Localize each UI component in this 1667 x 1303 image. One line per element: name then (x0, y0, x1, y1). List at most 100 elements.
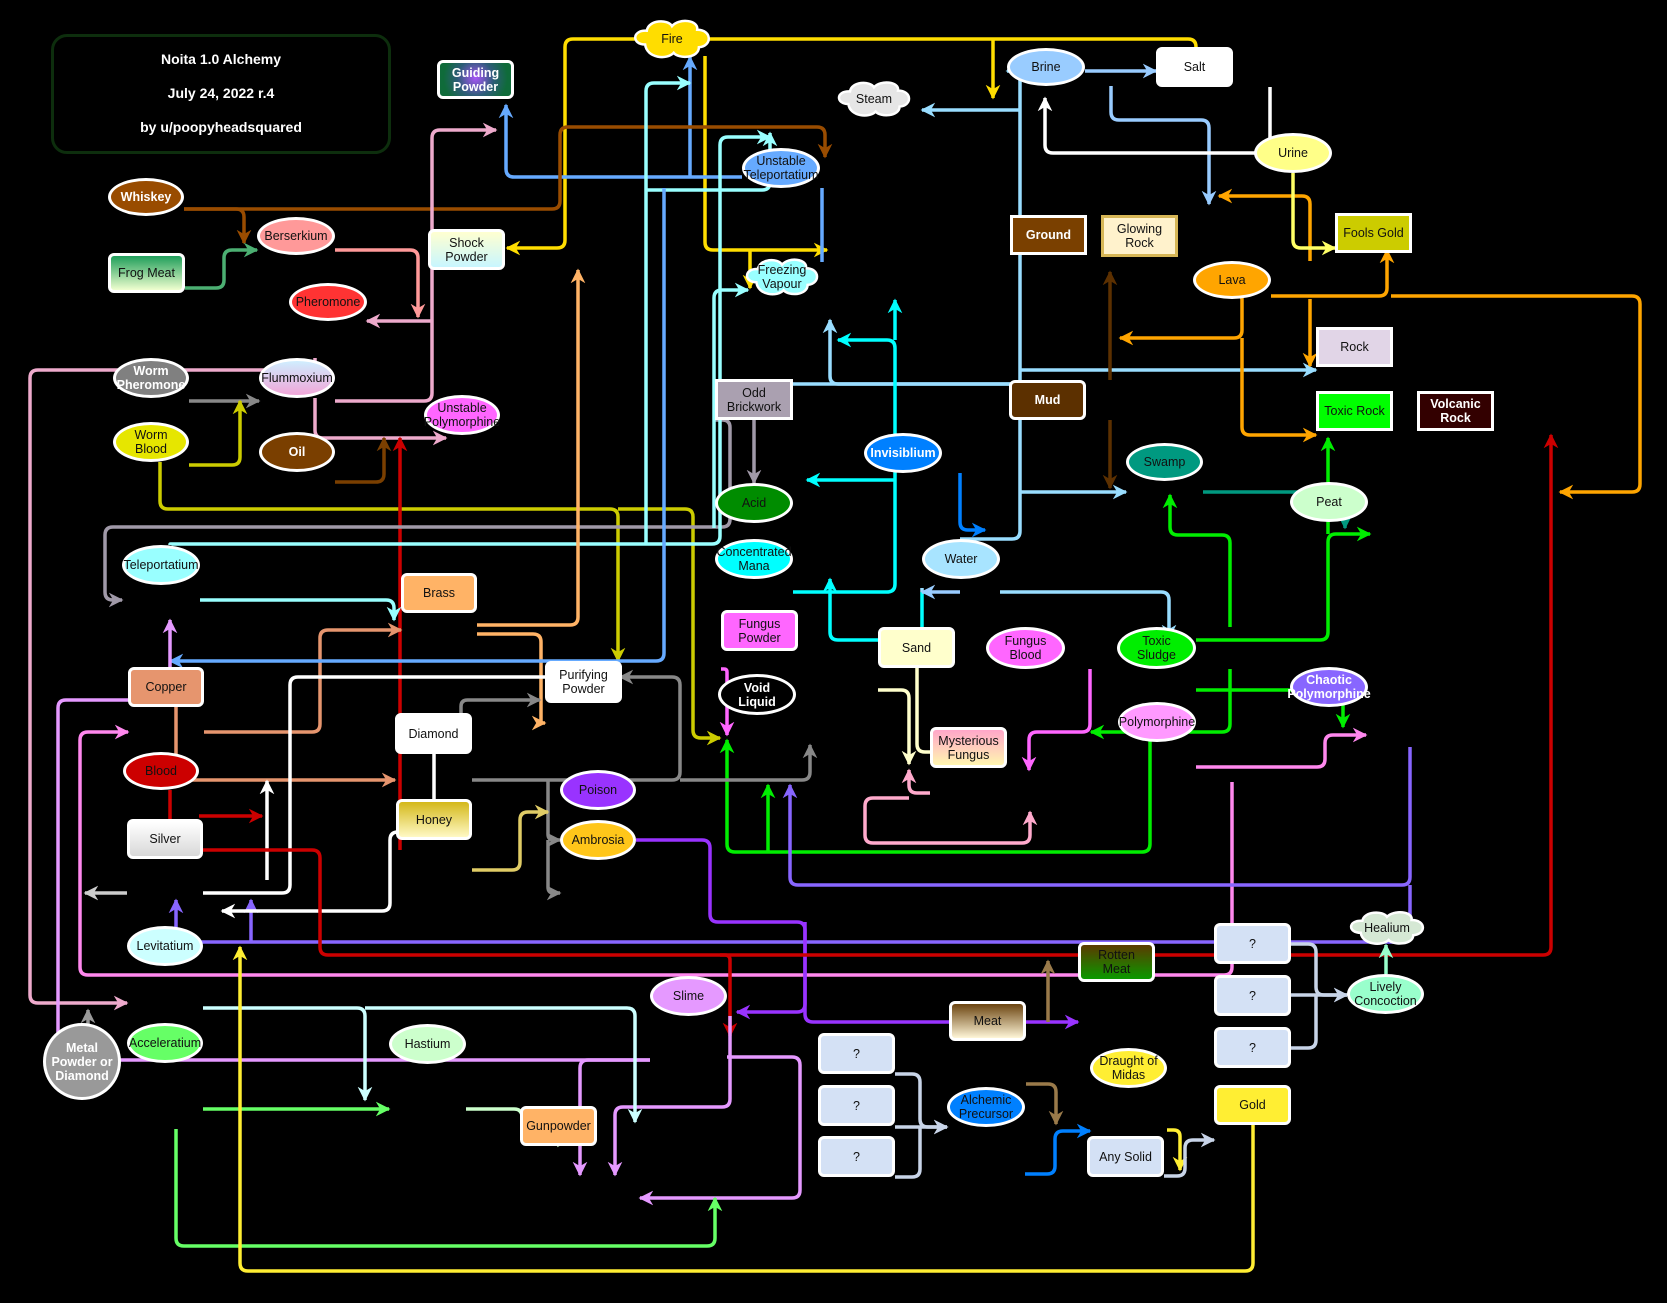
node-glowing-rock: Glowing Rock (1101, 215, 1178, 257)
node-q1: ? (1214, 923, 1291, 964)
edge-diamond-ambrosia (546, 840, 562, 901)
edge-poison-slime (735, 922, 807, 1020)
node-peat: Peat (1290, 482, 1368, 522)
edge-mf-sand (901, 768, 930, 795)
node-berserkium: Berserkium (257, 217, 335, 255)
edge-sludge-void (719, 732, 1152, 854)
node-honey: Honey (396, 799, 472, 840)
edge-fpow-void (719, 667, 735, 737)
edge-midas-gold (1167, 1128, 1188, 1172)
node-water: Water (922, 539, 1000, 579)
edge-sludge-swamp (1162, 493, 1232, 627)
edge-lava-glow (1217, 188, 1312, 261)
edge-brine-glow (1109, 86, 1217, 206)
node-pheromone: Pheromone (289, 283, 367, 321)
edge-urine-foolsgold (1291, 173, 1337, 256)
node-toxic-sludge: Toxic Sludge (1117, 627, 1196, 669)
edge-copper-diamond (174, 707, 397, 788)
node-ambrosia: Ambrosia (560, 820, 636, 860)
edge-lev-hast (203, 1006, 373, 1102)
node-guiding-powder: Guiding Powder (437, 60, 514, 99)
node-q2: ? (1214, 975, 1291, 1016)
edge-poly-copper (78, 724, 1234, 977)
edge-poison-rotten (636, 838, 1080, 1030)
edge-fv-water (822, 318, 1020, 386)
node-brine: Brine (1007, 48, 1085, 86)
title-card: Noita 1.0 Alchemy July 24, 2022 r.4 by u… (51, 34, 391, 154)
node-blood: Blood (123, 752, 199, 790)
edge-water-brine (960, 63, 1022, 541)
edge-gold-silver (232, 945, 1255, 1273)
edge-fire-salt (708, 37, 1204, 66)
node-fire: Fire (634, 19, 710, 59)
edge-honey-diamond (472, 804, 550, 872)
diagram-title: Noita 1.0 Alchemy (160, 51, 282, 67)
edge-lava-toxic (1240, 338, 1318, 443)
node-oil: Oil (259, 432, 335, 472)
node-q6: ? (818, 1136, 895, 1177)
diagram-author: by u/poopyheadsquared (140, 119, 302, 135)
edge-sand-loop (878, 688, 917, 766)
node-unstable-teleportatium: Unstable Teleportatium (742, 148, 820, 188)
edge-whiskey-unstele (184, 125, 833, 211)
node-rock: Rock (1316, 327, 1393, 367)
edge-fire-freezing (703, 56, 829, 258)
node-copper: Copper (128, 667, 204, 707)
edge-odd-tele (103, 418, 732, 608)
node-unstable-polymorphine: Unstable Polymorphine (424, 395, 500, 435)
edge-lava-volcanic (1391, 294, 1642, 500)
node-chaotic-polymorphine: Chaotic Polymorphine (1287, 667, 1371, 707)
node-invisiblium: Invisiblium (864, 433, 942, 473)
node-alchemic-precursor: Alchemic Precursor (947, 1087, 1025, 1127)
edge-sludge-fblood (1089, 669, 1232, 740)
node-lively-concoction: Lively Concoction (1347, 974, 1424, 1014)
node-fools-gold: Fools Gold (1335, 213, 1412, 253)
edge-oil-unspoly (335, 436, 392, 484)
node-metal-powder: Metal Powder or Diamond (43, 1023, 121, 1100)
node-odd-brickwork: Odd Brickwork (715, 379, 793, 420)
edge-blood-slime (720, 953, 738, 1038)
edge-brass-purify (477, 632, 547, 731)
edge-wormblood-purify (158, 462, 626, 663)
node-rotten-meat: Rotten Meat (1078, 942, 1155, 982)
edge-unstele-tele (168, 188, 666, 669)
node-label: Healium (1364, 921, 1410, 935)
node-sand: Sand (878, 627, 955, 668)
edge-fire-shock (505, 37, 636, 256)
edge-sand-mf (915, 668, 995, 760)
node-q3: ? (1214, 1027, 1291, 1068)
node-frog-meat: Frog Meat (108, 253, 185, 293)
node-label: Freezing Vapour (757, 263, 807, 291)
edge-wormblood-void (618, 507, 722, 746)
node-mud: Mud (1009, 380, 1086, 420)
edge-diamond-poison (546, 780, 562, 848)
node-mysterious-fungus: Mysterious Fungus (930, 727, 1007, 768)
node-urine: Urine (1254, 133, 1332, 173)
edge-invis-water (958, 473, 987, 538)
edge-brass-shock (477, 268, 586, 627)
node-acceleratium: Acceleratium (127, 1023, 203, 1063)
node-void-liquid: Void Liquid (718, 674, 796, 715)
node-q5: ? (818, 1085, 895, 1126)
edge-lev-gunpowder (365, 1006, 643, 1124)
edge-whiskey-berserk (184, 207, 252, 245)
edge-chaotic-void (782, 747, 1412, 887)
node-worm-pheromone: Worm Pheromone (113, 358, 189, 398)
edge-wormblood-flum (189, 399, 248, 467)
edge-diamond-purify (459, 692, 542, 713)
node-worm-blood: Worm Blood (113, 422, 189, 462)
node-whiskey: Whiskey (108, 178, 184, 216)
node-label: Steam (855, 92, 893, 106)
node-fungus-blood: Fungus Blood (986, 627, 1065, 669)
edge-lava-foolsgold (1271, 248, 1395, 298)
edge-tele-fire (644, 75, 692, 544)
edge-mf-self (863, 796, 1038, 845)
node-steam: Steam (837, 81, 911, 117)
diagram-date: July 24, 2022 r.4 (167, 85, 275, 101)
node-toxic-rock: Toxic Rock (1316, 391, 1393, 431)
edge-tele-fv (712, 282, 750, 528)
node-lava: Lava (1193, 261, 1271, 299)
node-fungus-powder: Fungus Powder (721, 610, 798, 651)
edge-q1-lively (1291, 942, 1349, 1003)
node-salt: Salt (1156, 47, 1233, 87)
